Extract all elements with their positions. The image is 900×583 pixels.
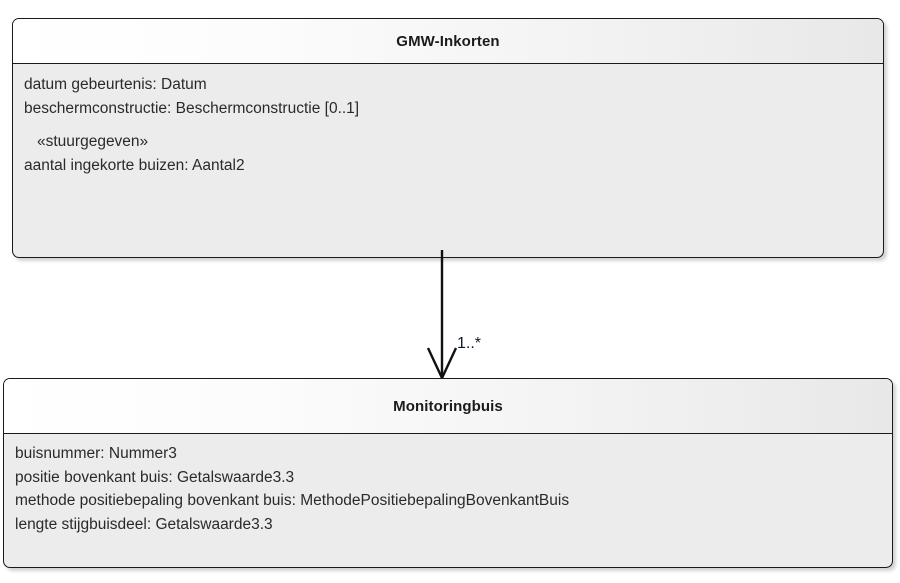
attribute-row: aantal ingekorte buizen: Aantal2 [24,156,245,174]
class-title-monitoringbuis: Monitoringbuis [393,397,503,415]
class-header-gmw-inkorten: GMW-Inkorten [13,19,883,64]
association-connector-line [426,250,458,381]
attribute-row: positie bovenkant buis: Getalswaarde3.3 [15,468,295,486]
attribute-row: beschermconstructie: Beschermconstructie… [24,99,360,117]
class-box-monitoringbuis[interactable]: Monitoringbuis buisnummer: Nummer3 posit… [3,378,893,568]
class-box-gmw-inkorten[interactable]: GMW-Inkorten datum gebeurtenis: Datum be… [12,18,884,258]
class-header-monitoringbuis: Monitoringbuis [4,379,892,434]
attribute-row: buisnummer: Nummer3 [15,445,177,462]
class-title-gmw-inkorten: GMW-Inkorten [396,32,500,50]
attribute-row: lengte stijgbuisdeel: Getalswaarde3.3 [15,515,273,533]
class-attributes-monitoringbuis: buisnummer: Nummer3 positie bovenkant bu… [4,434,892,542]
association-multiplicity-label: 1..* [457,335,482,352]
attribute-row: datum gebeurtenis: Datum [24,76,207,93]
attribute-row: methode positiebepaling bovenkant buis: … [15,492,570,509]
class-attributes-gmw-inkorten: datum gebeurtenis: Datum beschermconstru… [13,64,883,183]
stereotype-label-stuurgegeven: «stuurgegeven» [37,133,149,150]
